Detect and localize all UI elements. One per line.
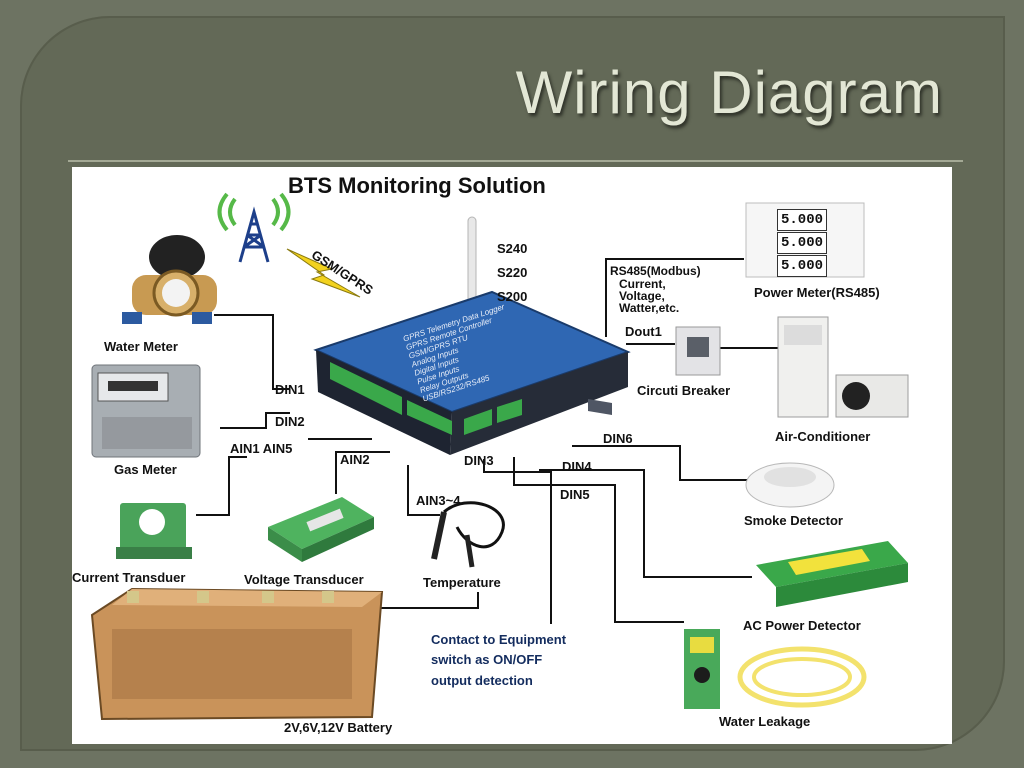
- lightning-icon: [286, 248, 361, 298]
- rs485-note-line4: Watter,etc.: [619, 301, 680, 315]
- wire-battery: [374, 592, 479, 609]
- voltage-transducer-label: Voltage Transducer: [244, 572, 364, 587]
- water-meter-label: Water Meter: [104, 339, 178, 354]
- wires: [196, 258, 778, 624]
- water-meter-icon: [122, 235, 217, 324]
- wiring-diagram-graphics: [90, 192, 909, 721]
- wire-din1: [214, 314, 290, 390]
- diagram-heading: BTS Monitoring Solution: [288, 173, 546, 198]
- rtu-device-icon: [313, 290, 631, 455]
- wire-din4: [539, 469, 752, 578]
- wiring-diagram-canvas: BTS Monitoring Solution GSM/GPRS S240 S2…: [72, 167, 952, 744]
- circuit-breaker-icon: [675, 326, 721, 376]
- wire-din6: [572, 445, 754, 481]
- port-din5-label: DIN5: [560, 487, 590, 502]
- title-divider: [68, 160, 963, 162]
- rs485-note-line2: Current,: [619, 277, 666, 291]
- contact-note-line3: output detection: [431, 673, 533, 688]
- port-din1-label: DIN1: [275, 382, 305, 397]
- ac-power-detector-label: AC Power Detector: [743, 618, 861, 633]
- current-transducer-icon: [116, 503, 192, 559]
- power-meter-reading: 5.000: [777, 255, 828, 277]
- water-leakage-label: Water Leakage: [719, 714, 811, 729]
- port-ain2-label: AIN2: [340, 452, 370, 467]
- temperature-label: Temperature: [423, 575, 501, 590]
- air-conditioner-icon: [777, 316, 909, 418]
- circuit-breaker-label: Circuti Breaker: [637, 383, 731, 398]
- port-din4-label: DIN4: [562, 459, 592, 474]
- model-s200-label: S200: [497, 289, 528, 304]
- power-meter-label: Power Meter(RS485): [754, 285, 880, 300]
- port-ain3-4-label: AIN3~4: [416, 493, 461, 508]
- wire-ain2: [335, 451, 390, 494]
- smoke-detector-icon: [745, 462, 835, 508]
- port-din3-label: DIN3: [464, 453, 494, 468]
- port-dout1-label: Dout1: [625, 324, 662, 339]
- contact-note-line1: Contact to Equipment: [431, 632, 567, 647]
- gas-meter-label: Gas Meter: [114, 462, 177, 477]
- temperature-probe-icon: [431, 501, 505, 568]
- power-meter-reading: 5.000: [777, 209, 828, 231]
- ac-power-detector-icon: [756, 541, 908, 607]
- port-ain1-ain5-label: AIN1 AIN5: [230, 441, 293, 456]
- wire-ain3-4: [407, 465, 440, 516]
- wire-ain1: [196, 456, 247, 516]
- battery-icon: [90, 587, 384, 721]
- air-conditioner-label: Air-Conditioner: [775, 429, 871, 444]
- power-meter-reading: 5.000: [777, 232, 828, 254]
- water-leakage-icon: [684, 629, 867, 709]
- power-meter-readouts: 5.000 5.000 5.000: [777, 209, 828, 277]
- contact-note-line2: switch as ON/OFF: [431, 652, 543, 667]
- port-din2-label: DIN2: [275, 414, 305, 429]
- rs485-note-line1: RS485(Modbus): [610, 264, 701, 278]
- wire-din2: [220, 412, 290, 429]
- cell-tower-icon: [217, 192, 291, 263]
- gas-meter-icon: [91, 364, 201, 458]
- wire-din3: [483, 459, 552, 624]
- port-din6-label: DIN6: [603, 431, 633, 446]
- wire-din5: [513, 457, 684, 623]
- rs485-note-line3: Voltage,: [619, 289, 665, 303]
- voltage-transducer-icon: [268, 497, 374, 562]
- current-transducer-label: Current Transduer: [72, 570, 186, 585]
- smoke-detector-label: Smoke Detector: [744, 513, 843, 528]
- model-s220-label: S220: [497, 265, 528, 280]
- model-s240-label: S240: [497, 241, 528, 256]
- battery-label: 2V,6V,12V Battery: [284, 720, 393, 735]
- wire-rs485: [605, 258, 744, 337]
- slide-title: Wiring Diagram: [515, 59, 943, 126]
